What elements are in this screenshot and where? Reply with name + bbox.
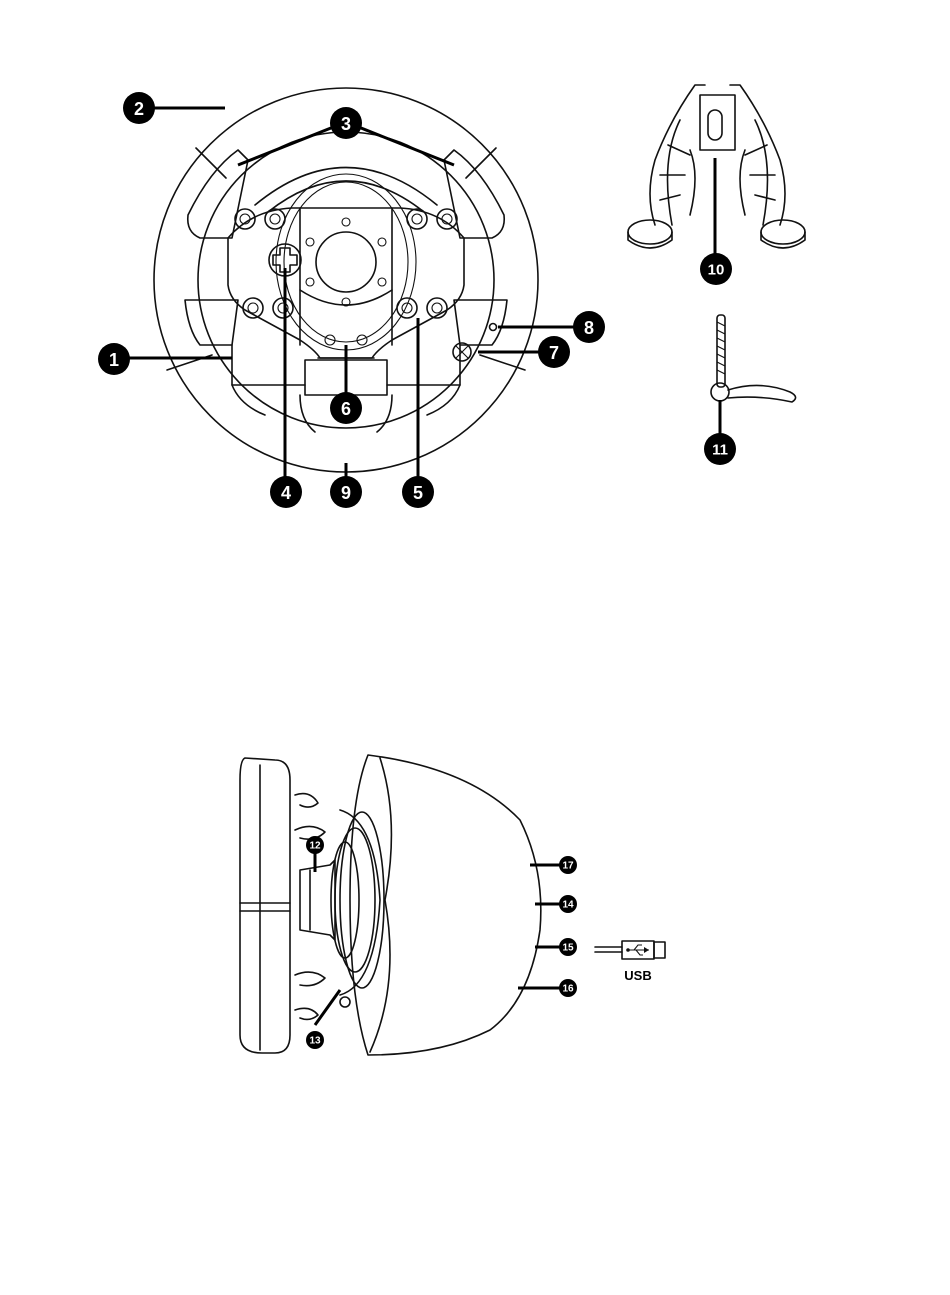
svg-text:15: 15 (562, 943, 574, 954)
svg-text:3: 3 (341, 114, 351, 134)
quick-release-hub (300, 860, 335, 940)
callout-5: 5 (402, 476, 434, 508)
svg-text:8: 8 (584, 318, 594, 338)
clamp-screw (711, 315, 796, 402)
usb-label: USB (624, 968, 651, 983)
callout-3: 3 (330, 107, 362, 139)
upper-right-buttons (407, 209, 457, 229)
svg-text:9: 9 (341, 483, 351, 503)
wheel-side-view (240, 755, 541, 1055)
svg-text:1: 1 (109, 350, 119, 370)
svg-text:2: 2 (134, 99, 144, 119)
callout-16: 16 (559, 979, 577, 997)
wheel-faceplate (228, 208, 464, 358)
svg-text:12: 12 (309, 841, 321, 852)
svg-text:16: 16 (562, 984, 574, 995)
callout-17: 17 (559, 856, 577, 874)
svg-text:11: 11 (712, 442, 728, 459)
leader-lines-side (315, 852, 560, 1025)
leader-lines-front (116, 108, 585, 488)
callout-6: 6 (330, 392, 362, 424)
svg-text:17: 17 (562, 861, 574, 872)
callout-13: 13 (306, 1031, 324, 1049)
status-led (490, 324, 497, 331)
wheel-hub (316, 232, 376, 292)
svg-text:7: 7 (549, 343, 559, 363)
usb-connector: USB (595, 941, 665, 983)
svg-text:4: 4 (281, 483, 291, 503)
callout-4: 4 (270, 476, 302, 508)
callout-9: 9 (330, 476, 362, 508)
svg-text:6: 6 (341, 399, 351, 419)
callout-14: 14 (559, 895, 577, 913)
callout-15: 15 (559, 938, 577, 956)
upper-left-buttons (235, 209, 285, 229)
svg-text:14: 14 (562, 900, 574, 911)
callout-1: 1 (98, 343, 130, 375)
callout-10: 10 (700, 253, 732, 285)
svg-text:13: 13 (309, 1036, 321, 1047)
callout-7: 7 (538, 336, 570, 368)
callout-2: 2 (123, 92, 155, 124)
base-body (350, 755, 541, 1055)
callout-11: 11 (704, 433, 736, 465)
rim-side (240, 758, 290, 1053)
callout-12: 12 (306, 836, 324, 854)
svg-text:5: 5 (413, 483, 423, 503)
callout-8: 8 (573, 311, 605, 343)
svg-text:10: 10 (708, 262, 725, 279)
usb-symbol-icon (626, 945, 649, 955)
